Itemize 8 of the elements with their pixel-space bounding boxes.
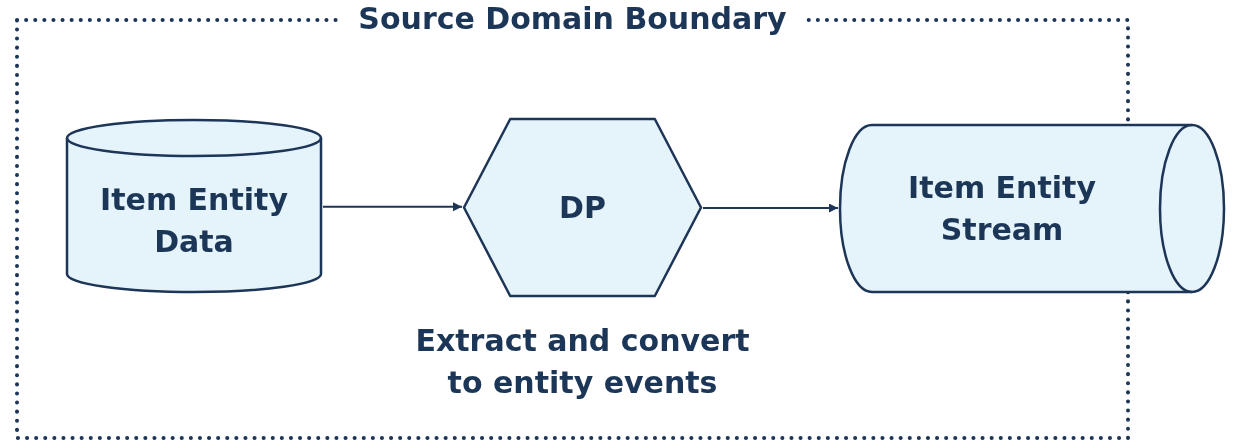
node-label: DP: [559, 188, 606, 227]
database-cylinder: [65, 120, 323, 292]
arrow: [702, 203, 839, 213]
node-label: Item Entity Data: [99, 181, 289, 261]
stream-cylinder: [838, 123, 1226, 294]
arrow: [322, 202, 463, 212]
node-label: Item Entity Stream: [907, 168, 1097, 249]
node-caption: Extract and convert to entity events: [414, 322, 751, 402]
